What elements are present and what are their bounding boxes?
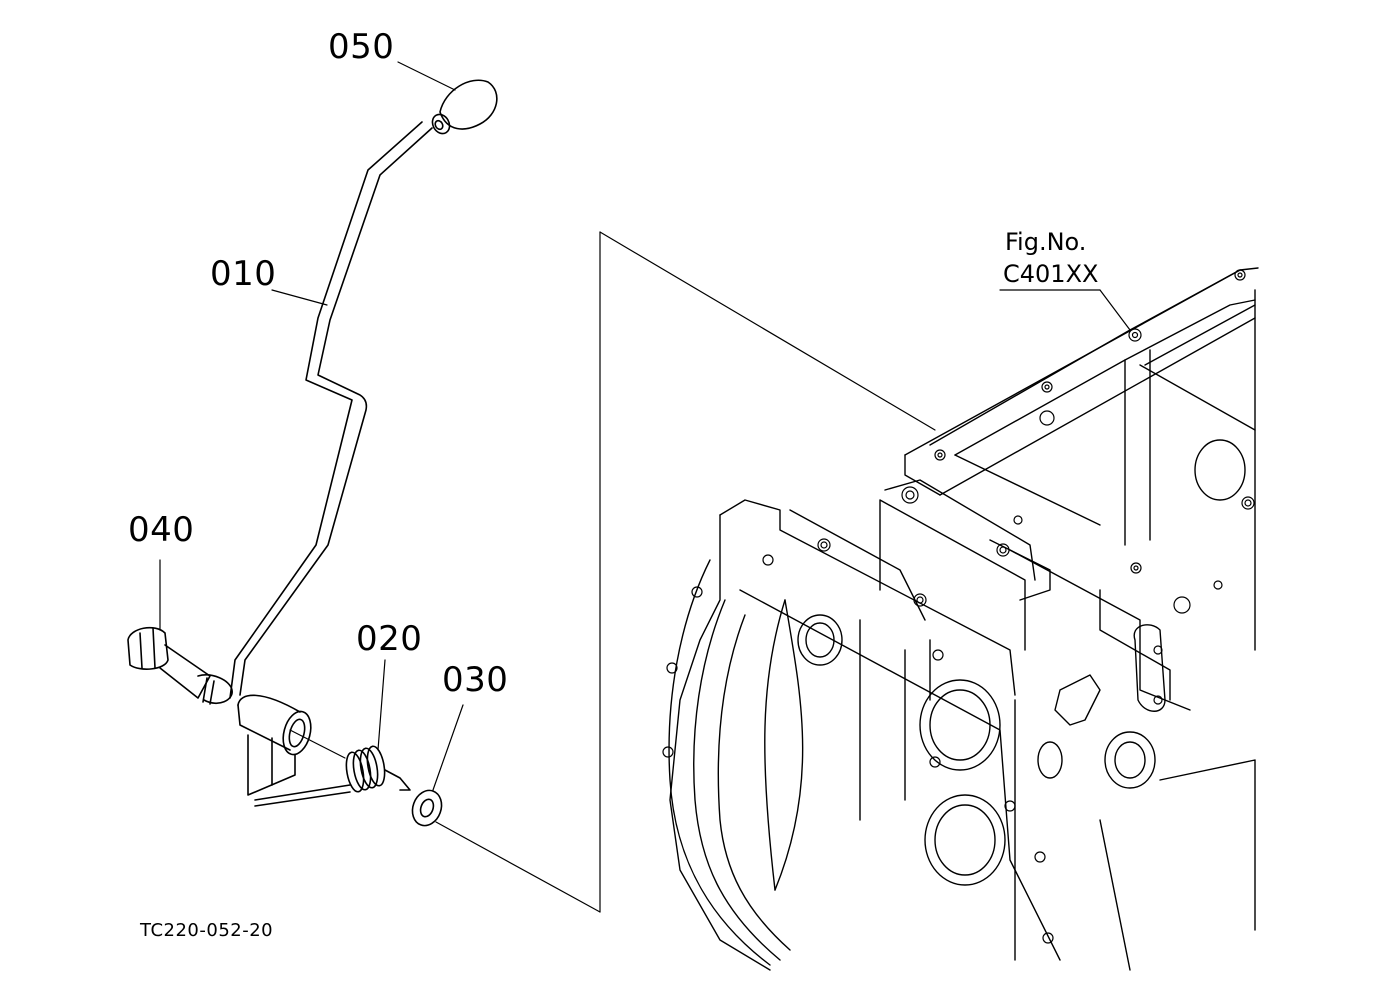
leader-lines — [160, 62, 1130, 912]
case-bolt-holes — [663, 270, 1254, 943]
torsion-spring — [255, 745, 410, 806]
part-label-020: 020 — [356, 619, 423, 659]
transmission-case — [669, 268, 1258, 970]
fig-no-label: Fig.No. — [1005, 228, 1087, 256]
fig-code-label: C401XX — [1003, 260, 1099, 288]
part-label-040: 040 — [128, 510, 195, 550]
assembly-bracket — [600, 232, 935, 912]
part-label-010: 010 — [210, 254, 277, 294]
lever-rod — [230, 122, 432, 698]
part-label-030: 030 — [442, 660, 509, 700]
drawing-code: TC220-052-20 — [140, 920, 274, 941]
part-label-050: 050 — [328, 27, 395, 67]
washer — [408, 786, 447, 829]
bolt — [128, 628, 232, 704]
lever-boss — [238, 695, 315, 795]
lever-knob — [429, 80, 497, 136]
